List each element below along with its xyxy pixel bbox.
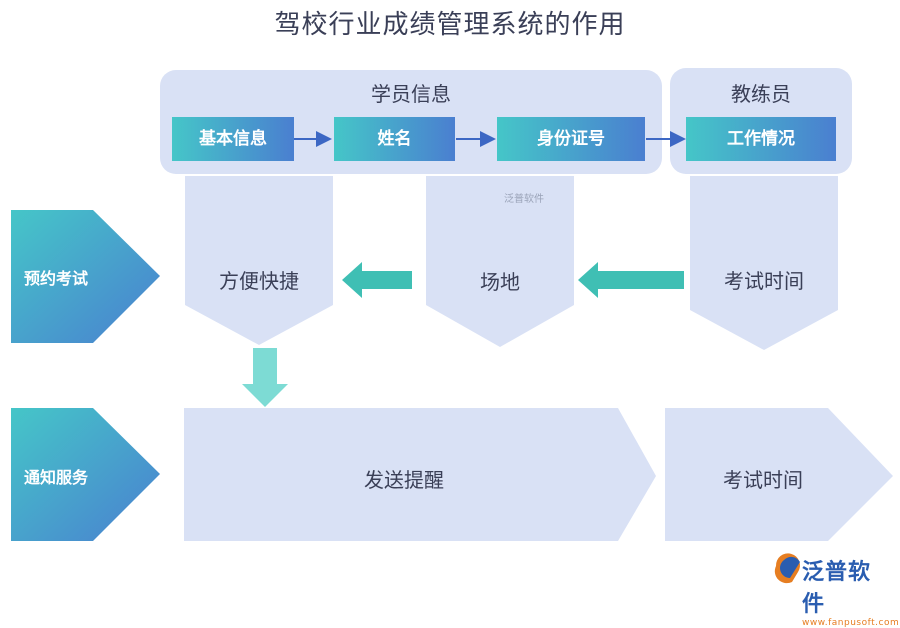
logo-icon xyxy=(774,553,800,584)
watermark: 泛普软件 xyxy=(504,194,544,205)
page-title: 驾校行业成绩管理系统的作用 xyxy=(274,10,626,40)
node-send-reminder: 发送提醒 xyxy=(364,468,444,492)
chip-id-number: 身份证号 xyxy=(497,117,645,161)
flow-arrow-down xyxy=(242,348,288,407)
coach-label: 教练员 xyxy=(731,82,791,106)
node-venue: 场地 xyxy=(480,270,520,294)
row-label-notification: 通知服务 xyxy=(24,468,89,487)
row-label-shape xyxy=(11,210,160,343)
node-exam-time: 考试时间 xyxy=(724,269,804,293)
node-shape xyxy=(184,408,656,541)
logo-name: 泛普软件 xyxy=(802,560,872,617)
logo-url: www.fanpusoft.com xyxy=(802,618,900,628)
student-info-label: 学员信息 xyxy=(371,82,451,106)
chip-basic-info: 基本信息 xyxy=(172,117,294,161)
diagram-shapes xyxy=(11,131,893,584)
brand-logo: 泛普软件 www.fanpusoft.com xyxy=(802,554,899,628)
row-label-shape xyxy=(11,408,160,541)
node-exam-time-notice: 考试时间 xyxy=(723,468,803,492)
node-convenient: 方便快捷 xyxy=(219,269,299,293)
flow-arrow-left xyxy=(342,262,412,298)
node-shape xyxy=(185,176,333,345)
node-shape xyxy=(665,408,893,541)
chip-work-status: 工作情况 xyxy=(686,117,836,161)
node-shape xyxy=(426,176,574,347)
node-shape xyxy=(690,176,838,350)
row-label-booking: 预约考试 xyxy=(24,269,89,288)
flow-arrow-left xyxy=(578,262,684,298)
chip-name: 姓名 xyxy=(334,117,455,161)
